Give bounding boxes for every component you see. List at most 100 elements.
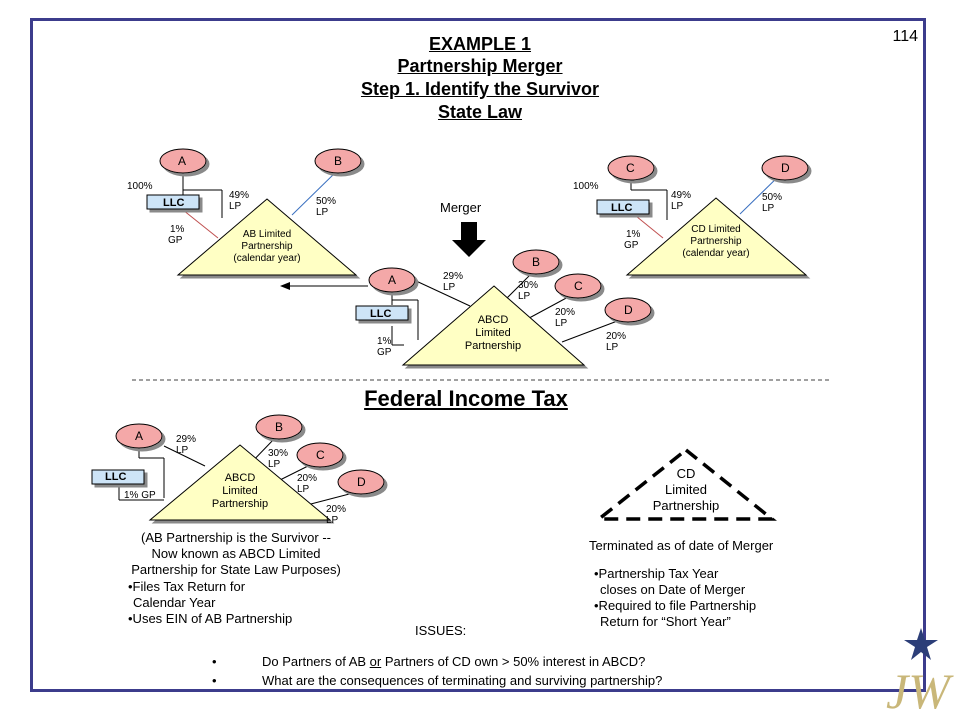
partner-d-federal-label: D [357,475,366,489]
partner-b-ab [314,148,362,174]
llc-box-cd [596,199,650,215]
survivor-note: (AB Partnership is the Survivor --Now kn… [131,530,341,577]
ab-pct-100: 100% [127,181,153,192]
abcd-pct-29: 29% [443,271,464,282]
partner-d-cd-label: D [781,161,790,175]
abcd-lp-30: LP [518,291,531,302]
partner-c-federal-label: C [316,448,325,462]
partner-d-abcd-label: D [624,303,633,317]
partner-c-abcd-label: C [574,279,583,293]
llc-cd-label: LLC [611,202,633,214]
cd-gp: GP [624,240,639,251]
ab-gp: GP [168,235,183,246]
ab-partnership-group [146,148,362,276]
abcd-lp-20a: LP [555,318,568,329]
issue-bullet-2: • [212,673,217,688]
partner-a-abcd-label: A [388,273,397,287]
page-number: 114 [892,28,918,45]
merger-arrow-shaft [461,222,477,240]
federal-lp-20b: LP [326,515,339,526]
partner-a-ab-label: A [178,154,187,168]
ab-triangle [176,198,358,276]
abcd-pct-20b: 20% [606,331,627,342]
cd-pct-50: 50% [762,192,783,203]
partner-d-abcd [604,297,652,323]
cd-lp-49: LP [671,201,684,212]
abcd-pct-30: 30% [518,280,539,291]
federal-income-tax-title: Federal Income Tax [364,386,568,411]
title-state-law: State Law [437,102,523,122]
merger-arrow-head [452,240,486,257]
partner-a-abcd [368,267,416,293]
llc-ab-label: LLC [163,197,185,209]
partner-a-ab [159,148,207,174]
jw-logo: JW [886,628,954,719]
llc-federal-label: LLC [105,471,127,483]
terminated-caption: Terminated as of date of Merger [589,538,774,553]
abcd-pct-20a: 20% [555,307,576,318]
federal-pct-29: 29% [176,434,197,445]
federal-lp-30: LP [268,459,281,470]
title-example: EXAMPLE 1 [428,34,532,54]
abcd-top-group [355,249,652,366]
partner-c-cd-label: C [626,161,635,175]
star-icon [904,628,938,660]
partner-b-ab-label: B [334,154,343,168]
abcd-bottom-group [91,414,385,521]
title-merger: Partnership Merger [397,56,563,76]
cd-pct-49: 49% [671,190,692,201]
partner-c-cd [607,155,655,181]
issue-question-2: What are the consequences of terminating… [262,673,663,688]
ab-lp-50: LP [316,207,329,218]
abcd-top-triangle [401,285,586,366]
partner-d-cd [761,155,809,181]
ab-pct-49: 49% [229,190,250,201]
partner-b-federal [255,414,303,440]
federal-lp-29: LP [176,445,189,456]
ab-pct-50: 50% [316,196,337,207]
ab-pct-1: 1% [170,224,185,235]
issue-bullet-1: • [212,654,217,669]
federal-pct-20a: 20% [297,473,318,484]
llc-box-ab [146,194,200,210]
cd-lp-50: LP [762,203,775,214]
federal-pct-30: 30% [268,448,289,459]
partner-a-federal [115,423,163,449]
partner-c-federal [296,442,344,468]
merger-label: Merger [440,200,482,215]
partner-d-federal [337,469,385,495]
llc-box-abcd [355,305,409,321]
partner-a-federal-label: A [135,429,144,443]
federal-lp-20a: LP [297,484,310,495]
logo-text: JW [886,663,954,719]
cd-triangle [625,197,808,276]
abcd-gp: GP [377,347,392,358]
partner-c-abcd [554,273,602,299]
cd-partnership-group [596,155,809,276]
cd-terminated-triangle [593,447,777,521]
partner-b-abcd-label: B [532,255,541,269]
partner-b-federal-label: B [275,420,284,434]
federal-pct-20b: 20% [326,504,347,515]
issues-heading: ISSUES: [415,623,467,638]
abcd-bottom-triangle [148,444,332,521]
partner-b-abcd [512,249,560,275]
terminated-bullets: •Partnership Tax Year closes on Date of … [594,566,757,629]
abcd-pct-1: 1% [377,336,392,347]
title-step: Step 1. Identify the Survivor [360,79,600,99]
llc-abcd-label: LLC [370,308,392,320]
cd-pct-100: 100% [573,181,599,192]
survivor-bullets: •Files Tax Return for Calendar Year •Use… [128,579,293,626]
abcd-lp-20b: LP [606,342,619,353]
cd-pct-1: 1% [626,229,641,240]
abcd-lp-29: LP [443,282,456,293]
ab-lp-49: LP [229,201,242,212]
issue-question-1: Do Partners of AB or Partners of CD own … [262,654,646,669]
llc-box-federal [91,469,145,485]
